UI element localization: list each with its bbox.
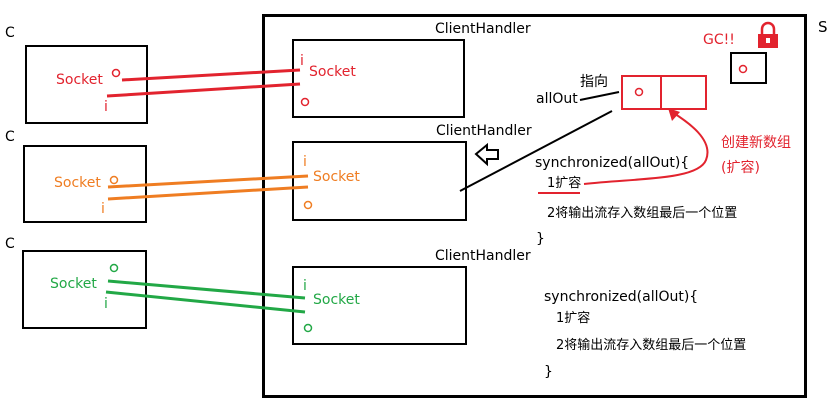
green-socket-line-1 — [107, 279, 306, 300]
orange-handler-socket: Socket — [313, 169, 360, 185]
red-client-out-port — [111, 68, 121, 78]
handler-box-3 — [292, 266, 467, 345]
orange-socket-line-2 — [107, 185, 309, 201]
green-client-out-port — [109, 263, 119, 273]
array-slot-port — [634, 87, 644, 97]
orange-client-in-port: i — [101, 201, 105, 217]
gc-box — [730, 52, 767, 84]
allout-label: allOut — [536, 91, 578, 107]
code-block-2-close: } — [544, 364, 553, 380]
gc-label: GC!! — [703, 32, 735, 48]
array-reference-line — [459, 110, 613, 192]
green-handler-in-port: i — [303, 278, 307, 294]
code-block-1-open: synchronized(allOut){ — [535, 155, 690, 171]
left-arrow-icon — [474, 142, 499, 167]
client-label-2: C — [5, 129, 15, 145]
code-block-2-step1: 1扩容 — [556, 311, 591, 326]
expand-curve-arrow — [583, 111, 709, 185]
client-label-1: C — [5, 25, 15, 41]
client-box-1 — [25, 45, 148, 124]
handler-box-1 — [292, 39, 465, 118]
handler-title-1: ClientHandler — [435, 21, 531, 37]
handler-title-3: ClientHandler — [435, 248, 531, 264]
orange-client-socket: Socket — [54, 175, 101, 191]
handler-title-2: ClientHandler — [436, 123, 532, 139]
green-handler-socket: Socket — [313, 292, 360, 308]
code-block-2-open: synchronized(allOut){ — [544, 289, 699, 305]
lock-icon — [758, 21, 778, 48]
code-block-1-step2: 2将输出流存入数组最后一个位置 — [547, 206, 738, 221]
gc-object-port — [738, 64, 748, 74]
orange-client-out-port — [109, 175, 119, 185]
red-socket-line-2 — [106, 82, 301, 98]
red-socket-line-1 — [121, 68, 301, 82]
code-block-1-step1: 1扩容 — [547, 176, 582, 191]
orange-socket-line-1 — [107, 174, 309, 189]
red-handler-out-port — [300, 97, 310, 107]
green-handler-out-port — [303, 323, 313, 333]
orange-handler-in-port: i — [303, 154, 307, 170]
red-handler-in-port: i — [300, 53, 304, 69]
new-array-label: 创建新数组 — [721, 135, 791, 151]
allout-pointer-line — [579, 91, 620, 101]
expand-arrowhead-icon — [668, 108, 680, 121]
client-box-3 — [22, 250, 147, 329]
green-client-in-port: i — [104, 296, 108, 312]
green-client-socket: Socket — [50, 276, 97, 292]
allout-array-divider — [660, 75, 662, 110]
red-client-in-port: i — [104, 99, 108, 115]
red-client-socket: Socket — [56, 72, 103, 88]
handler-box-2 — [292, 141, 467, 221]
green-socket-line-2 — [105, 290, 306, 314]
pointer-label: 指向 — [580, 74, 608, 90]
expand-paren-label: (扩容) — [721, 160, 760, 176]
server-label: S — [818, 18, 828, 36]
code-block-1-close: } — [536, 231, 545, 247]
code-block-2-step2: 2将输出流存入数组最后一个位置 — [556, 338, 747, 353]
client-label-3: C — [5, 236, 15, 252]
orange-handler-out-port — [303, 200, 313, 210]
red-handler-socket: Socket — [309, 64, 356, 80]
